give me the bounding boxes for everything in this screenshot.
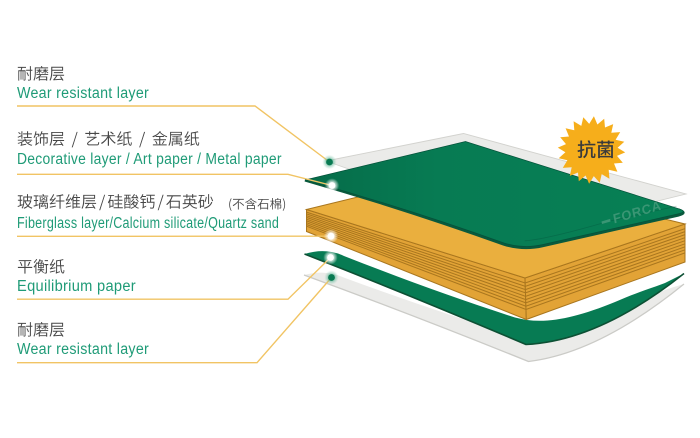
- layer-marker-dot-wear-top: [322, 154, 337, 170]
- layer-shape-equilibrium: [304, 251, 685, 346]
- label-decorative-en-text: Decorative layer / Art paper / Metal pap…: [17, 150, 282, 168]
- label-fiberglass-zh-text: [17, 194, 214, 211]
- badge-text-glyphs: [577, 140, 614, 159]
- badge-antibacterial: [557, 116, 626, 184]
- label-equilibrium-en-text: Equilibrium paper: [17, 277, 136, 295]
- leader-line-wear-top: [17, 105, 330, 163]
- label-fiberglass-en-text: Fiberglass layer/Calcium silicate/Quartz…: [17, 214, 280, 232]
- label-equilibrium-zh-text: [17, 259, 65, 274]
- zh-glyphs: [17, 131, 200, 148]
- decorative-face: [304, 141, 684, 247]
- leader-line-wear-bottom: [17, 277, 333, 364]
- layer-marker-dot-wear-bottom: [324, 270, 339, 285]
- zh-glyphs: [17, 194, 214, 211]
- label-fiberglass-zh-note: [229, 198, 286, 211]
- leader-line-decorative: [17, 173, 333, 187]
- dot-core: [327, 254, 334, 261]
- layer-shape-decorative: FORCA: [304, 141, 685, 250]
- label-wear-bottom-zh-text: [17, 322, 65, 337]
- dot-core: [327, 232, 335, 240]
- equilibrium-edge: [304, 253, 685, 346]
- layer-marker-dot-equilibrium: [323, 250, 338, 265]
- brand-logo-dash: [601, 218, 611, 225]
- label-wear-bottom-en-text: Wear resistant layer: [17, 340, 150, 358]
- dot-core: [328, 182, 336, 189]
- label-wear-top-en-text: Wear resistant layer: [17, 85, 150, 102]
- dot-core: [326, 158, 333, 166]
- zh-glyphs: [17, 65, 65, 81]
- layer-marker-dots: [322, 154, 340, 285]
- badge-text: [577, 140, 614, 159]
- zh-glyphs: [17, 322, 65, 337]
- zh-glyphs: [229, 198, 286, 211]
- leader-line-equilibrium: [17, 257, 331, 300]
- core-stripes: [306, 211, 686, 311]
- decorative-underside-edge: [304, 178, 685, 250]
- equilibrium-face: [304, 251, 684, 345]
- layer-shape-wear-bottom: [303, 272, 685, 363]
- leader-lines: [16, 105, 333, 364]
- label-decorative-zh-text: [17, 131, 200, 148]
- label-wear-top-zh-text: [17, 65, 65, 81]
- wear-bottom-face: [304, 272, 684, 362]
- wear-bottom-edge: [303, 274, 685, 363]
- layer-marker-dot-decorative: [324, 178, 340, 193]
- layer-marker-dot-fiberglass: [323, 229, 339, 244]
- dot-core: [328, 274, 335, 281]
- zh-glyphs: [17, 259, 65, 274]
